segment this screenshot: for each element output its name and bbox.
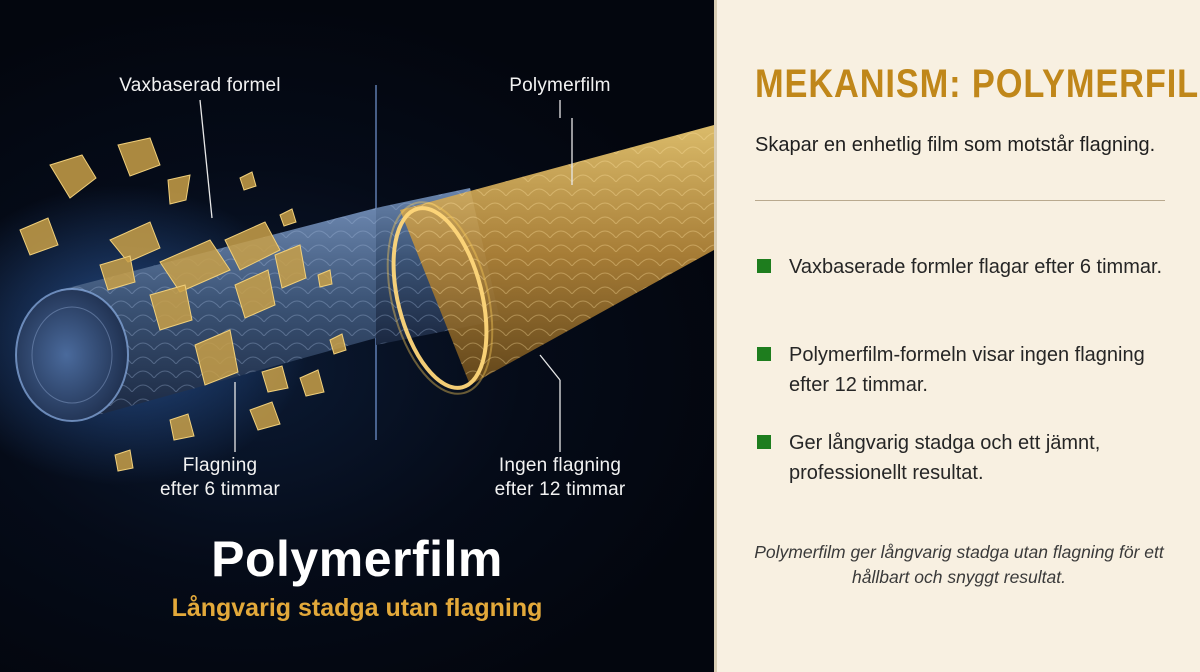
green-square-icon bbox=[757, 259, 771, 273]
polymer-strand bbox=[376, 125, 714, 395]
bullet-text: Vaxbaserade formler flagar efter 6 timma… bbox=[789, 256, 1163, 278]
callout-flaking: Flagning efter 6 timmar bbox=[160, 455, 280, 500]
bullet-text: Polymerfilm-formeln visar ingen flagning… bbox=[789, 344, 1145, 396]
mechanism-title: MEKANISM: POLYMERFILM bbox=[755, 62, 1200, 106]
section-rule bbox=[755, 200, 1165, 201]
wax-flakes bbox=[19, 137, 347, 472]
summary-note: Polymerfilm ger långvarig stadga utan fl… bbox=[754, 542, 1164, 587]
callout-polymer-film: Polymerfilm bbox=[509, 75, 611, 96]
info-panel: MEKANISM: POLYMERFILM Skapar en enhetlig… bbox=[717, 0, 1200, 672]
green-square-icon bbox=[757, 347, 771, 361]
panel-divider bbox=[714, 0, 717, 672]
hero-subtitle: Långvarig stadga utan flagning bbox=[171, 594, 543, 622]
illustration-panel: Vaxbaserad formel Polymerfilm Flagning e… bbox=[0, 0, 714, 672]
mechanism-subtitle: Skapar en enhetlig film som motstår flag… bbox=[755, 134, 1156, 156]
callout-wax-formula: Vaxbaserad formel bbox=[119, 75, 281, 96]
green-square-icon bbox=[757, 435, 771, 449]
callout-lines bbox=[199, 99, 573, 452]
callout-no-flaking: Ingen flagning efter 12 timmar bbox=[494, 455, 626, 500]
hair-strand-illustration bbox=[0, 85, 714, 485]
hero-title: Polymerfilm bbox=[211, 531, 503, 587]
bullet-text: Ger långvarig stadga och ett jämnt, prof… bbox=[789, 432, 1101, 484]
